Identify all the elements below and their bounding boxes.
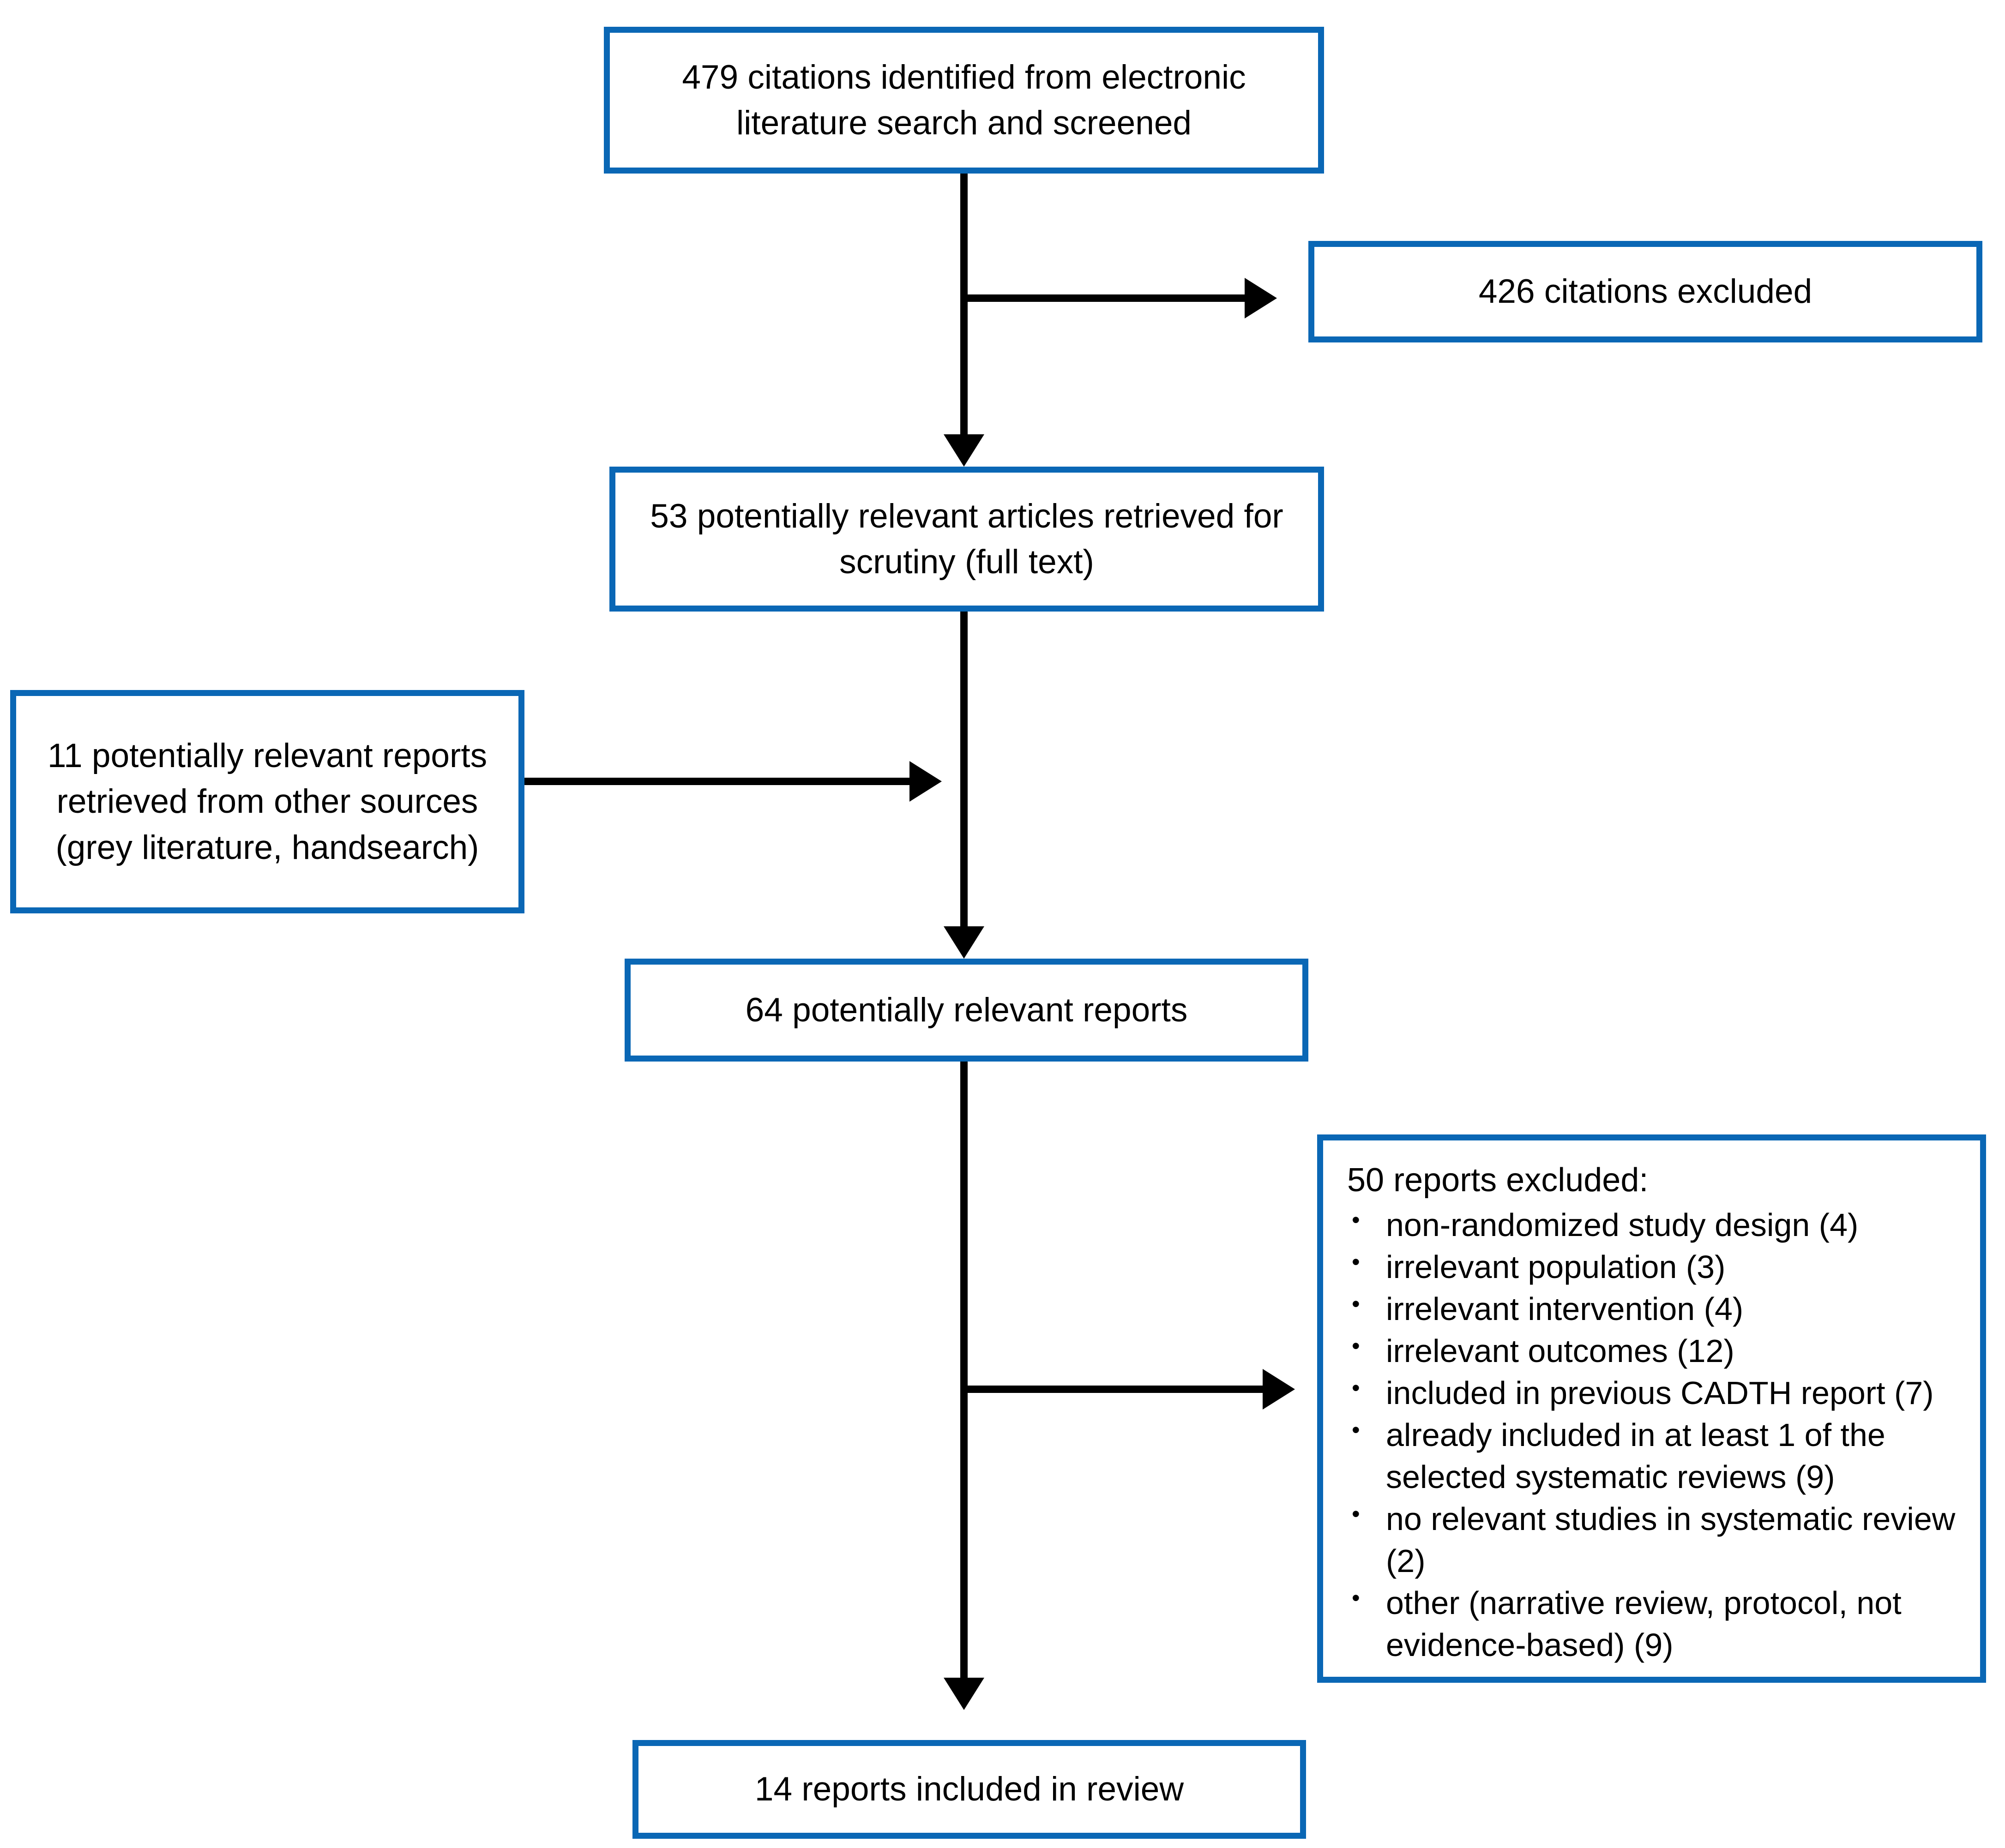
arrow-head-retrieved-to-combined bbox=[944, 926, 984, 959]
arrow-head-identified-to-retrieved bbox=[944, 434, 984, 467]
box-other-sources-text: 11 potentially relevant reports retrieve… bbox=[47, 737, 488, 866]
exclusion-reasons-list: non-randomized study design (4)irrelevan… bbox=[1347, 1204, 1967, 1666]
box-excluded-citations-text: 426 citations excluded bbox=[1478, 273, 1812, 311]
box-retrieved-articles-text: 53 potentially relevant articles retriev… bbox=[650, 497, 1283, 581]
exclusion-reason-item: other (narrative review, protocol, not e… bbox=[1347, 1582, 1967, 1666]
box-excluded-reports: 50 reports excluded: non-randomized stud… bbox=[1317, 1134, 1986, 1683]
excluded-reports-heading: 50 reports excluded: bbox=[1347, 1162, 1649, 1199]
box-combined-reports: 64 potentially relevant reports bbox=[625, 959, 1308, 1062]
exclusion-reason-item: already included in at least 1 of the se… bbox=[1347, 1414, 1967, 1498]
exclusion-reason-item: irrelevant intervention (4) bbox=[1347, 1288, 1967, 1330]
box-excluded-citations: 426 citations excluded bbox=[1308, 241, 1982, 342]
arrow-head-to-excluded-reports bbox=[1263, 1369, 1295, 1410]
box-included-reports: 14 reports included in review bbox=[632, 1740, 1306, 1839]
exclusion-reason-item: no relevant studies in systematic review… bbox=[1347, 1498, 1967, 1582]
box-included-reports-text: 14 reports included in review bbox=[754, 1770, 1184, 1808]
arrow-head-combined-to-included bbox=[944, 1678, 984, 1710]
exclusion-reason-item: non-randomized study design (4) bbox=[1347, 1204, 1967, 1246]
arrow-head-other-sources-to-flow bbox=[909, 761, 942, 802]
exclusion-reason-item: included in previous CADTH report (7) bbox=[1347, 1372, 1967, 1414]
exclusion-reason-item: irrelevant population (3) bbox=[1347, 1246, 1967, 1288]
box-identified-citations: 479 citations identified from electronic… bbox=[604, 27, 1324, 174]
box-retrieved-articles: 53 potentially relevant articles retriev… bbox=[609, 467, 1324, 612]
arrow-head-to-excluded-citations bbox=[1245, 278, 1277, 318]
box-identified-citations-text: 479 citations identified from electronic… bbox=[682, 58, 1246, 142]
box-other-sources: 11 potentially relevant reports retrieve… bbox=[10, 690, 524, 913]
box-combined-reports-text: 64 potentially relevant reports bbox=[745, 991, 1188, 1029]
exclusion-reason-item: irrelevant outcomes (12) bbox=[1347, 1330, 1967, 1372]
